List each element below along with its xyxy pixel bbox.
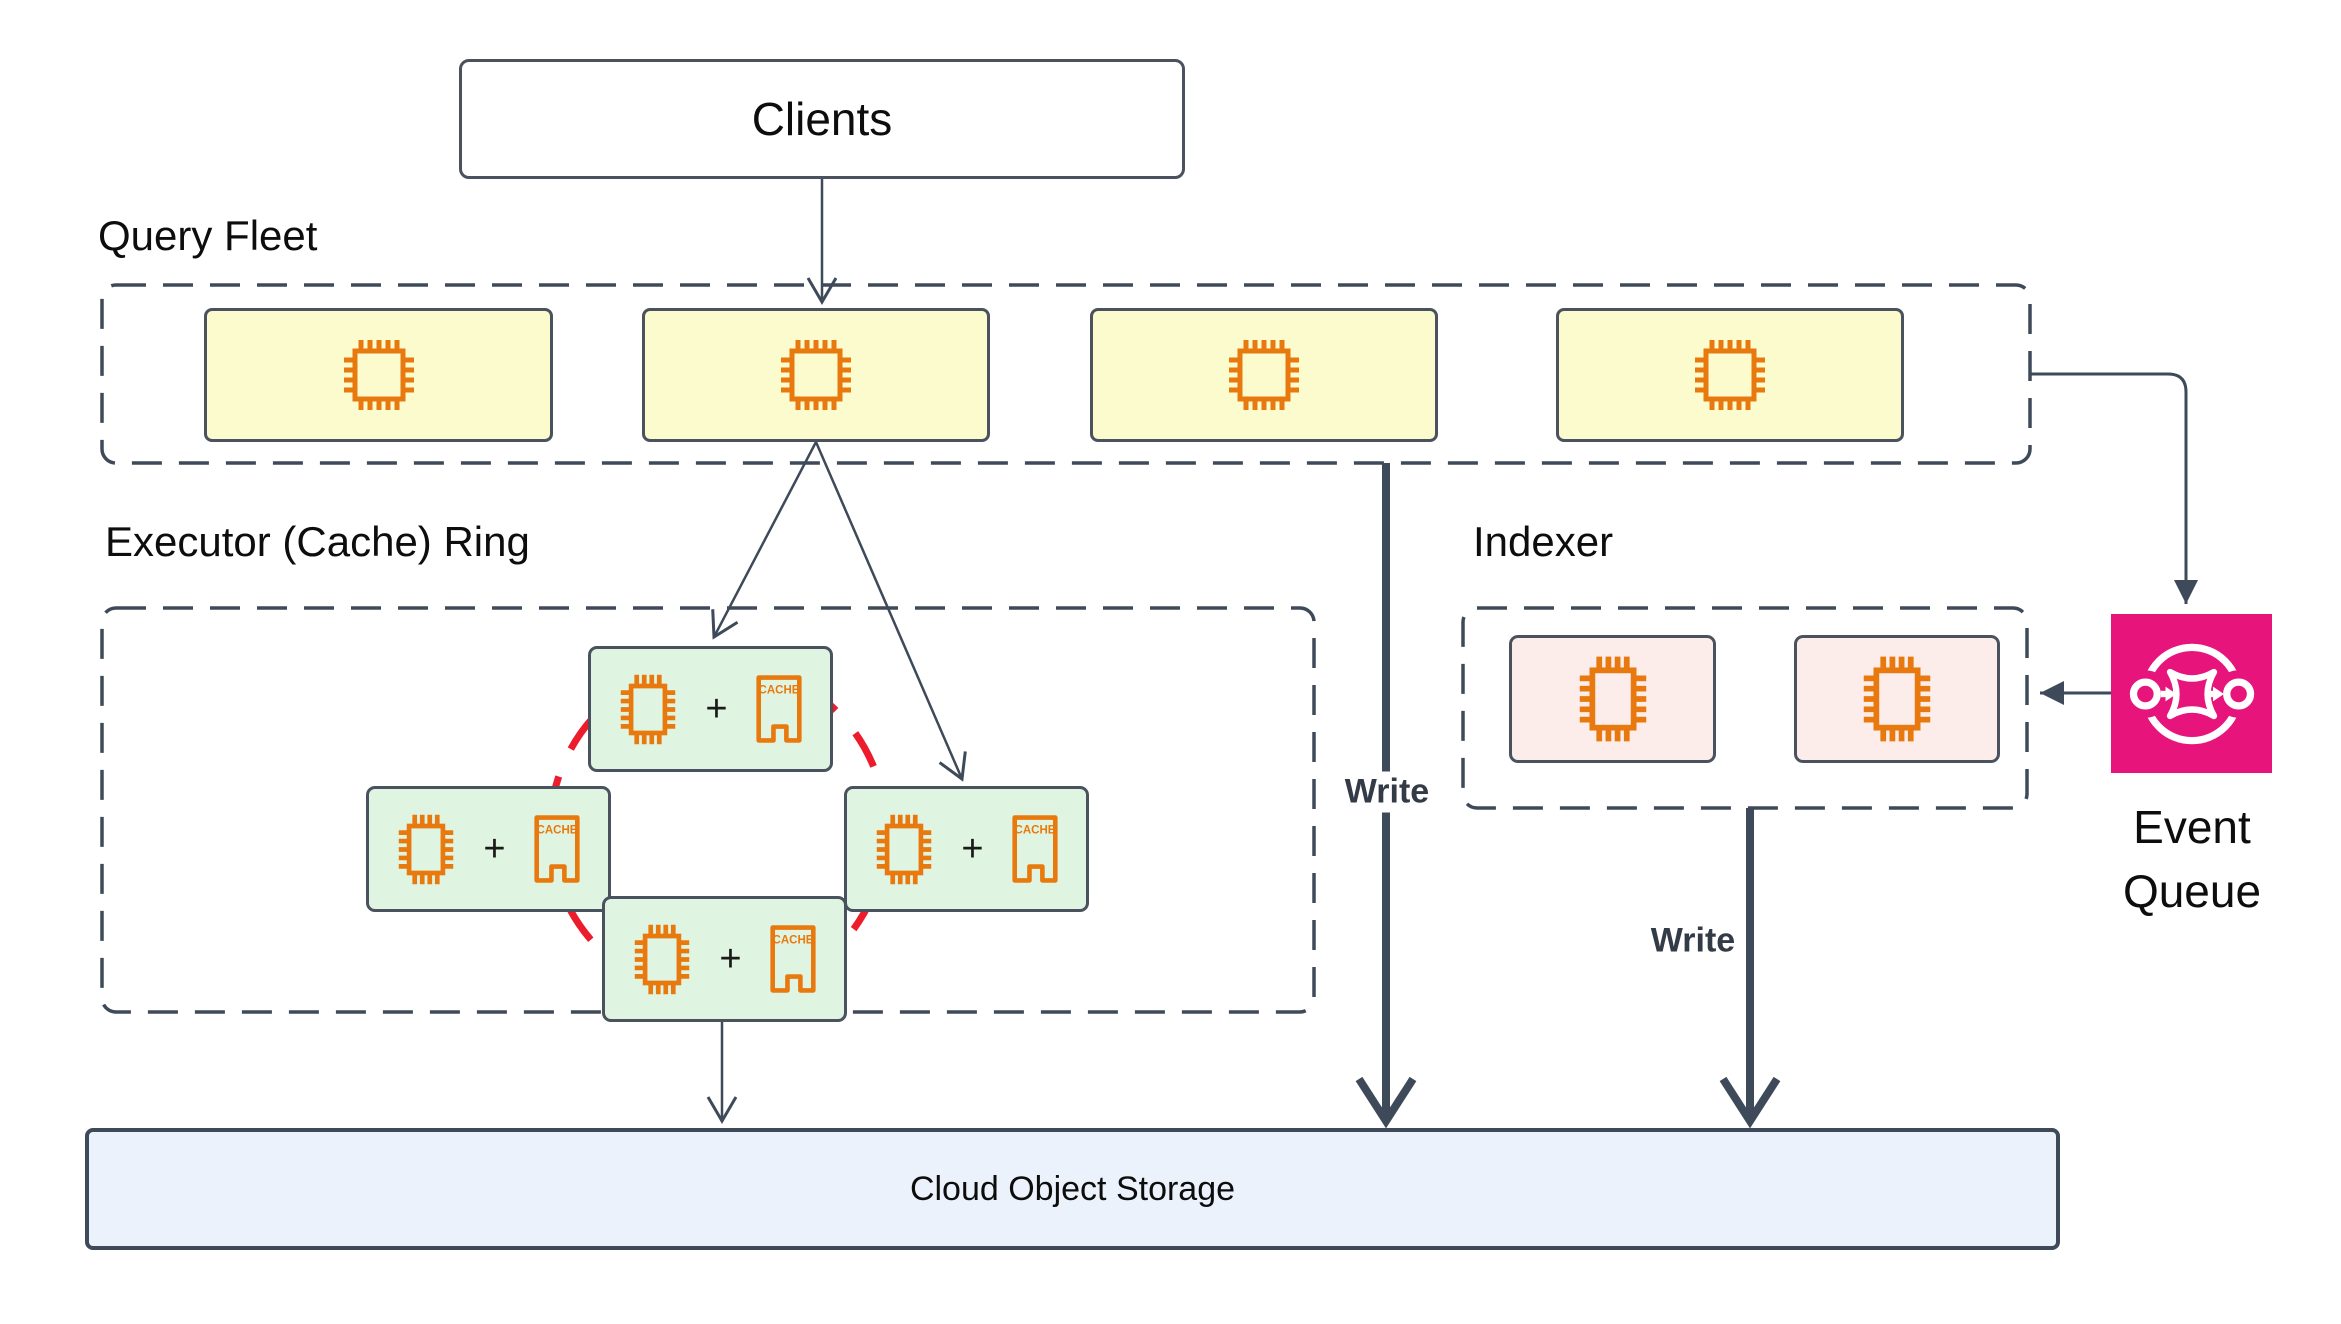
cpu-chip-icon (877, 814, 932, 884)
cpu-chip-icon (1863, 656, 1931, 742)
cpu-chip-icon (781, 340, 851, 410)
executor-node-left: + CACHE (366, 786, 611, 912)
fleet-write-label: Write (1339, 771, 1435, 813)
executor-node-right: + CACHE (844, 786, 1089, 912)
query-node-2 (642, 308, 990, 442)
arrow-fleet-to-executor-top (711, 441, 818, 640)
executor-node-top: + CACHE (588, 646, 833, 772)
event-queue-label-line2: Queue (2122, 865, 2262, 917)
cache-icon: CACHE (533, 815, 580, 883)
executor-ring-title: Executor (Cache) Ring (105, 518, 530, 565)
cache-icon: CACHE (1011, 815, 1058, 883)
indexer-write-label: Write (1645, 920, 1741, 962)
cpu-chip-icon (1695, 340, 1765, 410)
event-queue-node (2111, 614, 2272, 773)
clients-label: Clients (751, 93, 893, 145)
arrow-fleet-to-executor-right (814, 441, 967, 782)
cache-icon: CACHE (769, 925, 816, 993)
cache-icon: CACHE (755, 675, 802, 743)
plus-label: + (961, 828, 984, 870)
cpu-chip-icon (1579, 656, 1646, 742)
cloud-object-storage-node: Cloud Object Storage (85, 1128, 2060, 1250)
cpu-chip-icon (1229, 340, 1299, 410)
cpu-chip-icon (621, 674, 676, 744)
cpu-chip-icon (635, 924, 690, 994)
query-node-4 (1556, 308, 1904, 442)
cpu-chip-icon (399, 814, 454, 884)
event-queue-label: Event Queue (2096, 795, 2288, 923)
indexer-node-1 (1509, 635, 1716, 763)
executor-ring-group-border (100, 606, 1316, 1014)
event-queue-label-line1: Event (2133, 801, 2251, 853)
plus-label: + (483, 828, 506, 870)
executor-node-bottom: + CACHE (602, 896, 847, 1022)
query-node-3 (1090, 308, 1438, 442)
cache-icon-label: CACHE (758, 684, 799, 696)
clients-node: Clients (459, 59, 1185, 179)
plus-label: + (719, 938, 742, 980)
plus-label: + (705, 688, 728, 730)
event-bus-icon (2127, 643, 2256, 744)
cpu-chip-icon (343, 340, 414, 410)
cache-icon-label: CACHE (536, 824, 577, 836)
indexer-title: Indexer (1473, 518, 1614, 565)
indexer-node-2 (1794, 635, 2000, 763)
query-fleet-title: Query Fleet (98, 212, 318, 259)
cache-icon-label: CACHE (772, 934, 813, 946)
cloud-object-storage-label: Cloud Object Storage (909, 1169, 1236, 1208)
query-node-1 (204, 308, 553, 442)
arrow-fleet-to-event-queue (2030, 372, 2198, 604)
cache-icon-label: CACHE (1014, 824, 1055, 836)
